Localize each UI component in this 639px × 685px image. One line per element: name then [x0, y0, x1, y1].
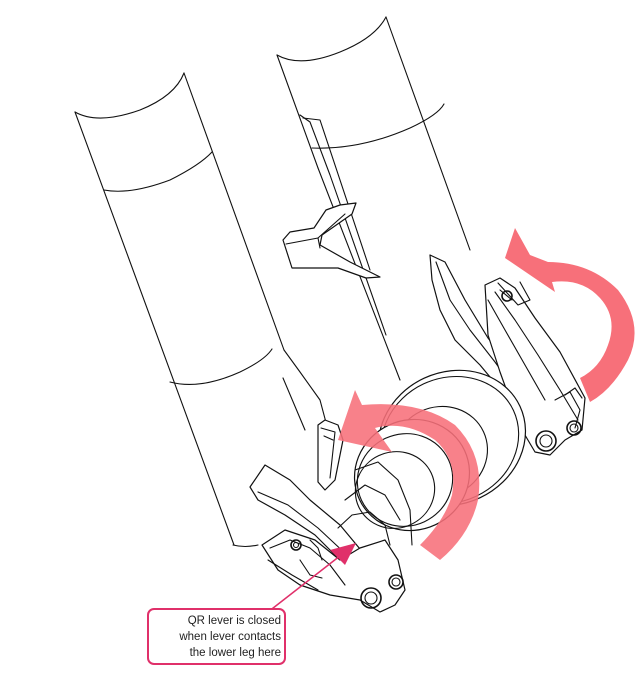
front-lever-rotation-arrow — [338, 390, 480, 560]
callout-line-3: the lower leg here — [189, 646, 281, 659]
callout-line-1: QR lever is closed — [187, 614, 281, 627]
callout-box: QR lever is closed when lever contacts t… — [147, 608, 286, 665]
rear-lever-rotation-arrow — [505, 228, 635, 402]
front-fork-leg — [74, 72, 413, 613]
rear-fork-leg — [276, 16, 586, 456]
callout-pointer — [267, 543, 356, 613]
callout-line-2: when lever contacts — [179, 630, 281, 643]
